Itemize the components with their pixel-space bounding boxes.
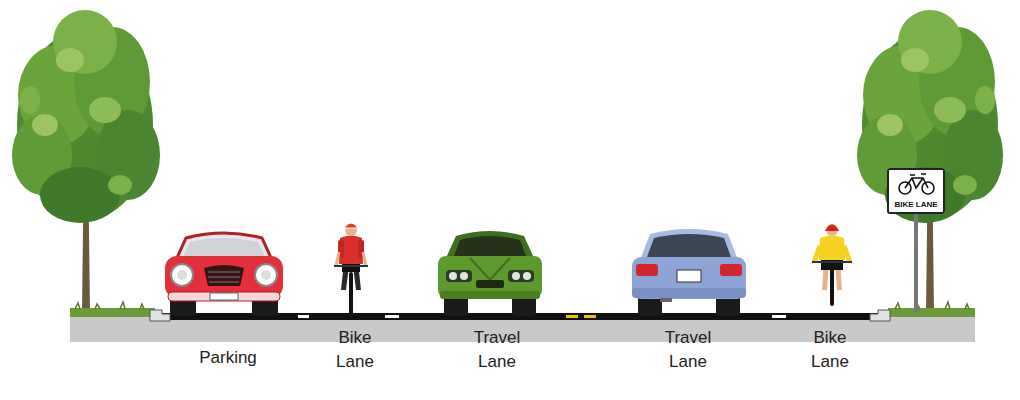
lane-label: Parking — [178, 346, 278, 370]
parked-car — [177, 270, 187, 280]
lane-marking — [298, 315, 786, 318]
parked-car — [255, 264, 277, 286]
tree — [89, 97, 121, 123]
curb — [870, 310, 890, 321]
cyclist — [812, 224, 852, 306]
tree — [934, 97, 966, 123]
sign-text: BIKE LANE — [889, 200, 943, 209]
car — [476, 280, 504, 288]
car — [632, 288, 746, 298]
car — [720, 264, 742, 276]
bicycle-symbol — [905, 174, 928, 188]
parked-car — [183, 238, 265, 257]
lane-label: Travel Lane — [467, 326, 527, 374]
cyclist — [825, 225, 839, 232]
cyclist — [345, 224, 357, 236]
cyclist — [814, 246, 850, 262]
tree — [108, 175, 132, 195]
tree — [20, 86, 40, 114]
parked-car — [168, 292, 280, 301]
parked-car — [171, 264, 193, 286]
sign-post — [914, 212, 918, 312]
car — [632, 229, 746, 316]
tree — [953, 175, 977, 195]
parked-car — [165, 233, 283, 316]
tree — [898, 10, 962, 74]
parked-car — [204, 265, 244, 286]
sign-post — [887, 168, 945, 312]
cyclist — [819, 236, 845, 261]
tree — [885, 167, 965, 223]
ground — [70, 308, 155, 317]
tree — [975, 86, 995, 114]
parked-car — [210, 293, 238, 300]
cyclist — [334, 223, 368, 316]
lane-label: Bike Lane — [330, 326, 380, 374]
car — [640, 229, 738, 260]
car — [449, 272, 457, 280]
lane-label: Bike Lane — [805, 326, 855, 374]
car — [636, 264, 658, 276]
car — [446, 231, 534, 258]
tree — [857, 10, 1003, 312]
lane-label: Travel Lane — [658, 326, 718, 374]
ground — [888, 308, 975, 317]
cyclist — [339, 236, 363, 265]
tree — [32, 114, 58, 136]
cyclist — [349, 272, 353, 316]
car — [454, 236, 526, 256]
parked-car — [208, 272, 240, 282]
tree — [901, 48, 929, 72]
bike-lane-sign: BIKE LANE — [887, 168, 945, 214]
car — [523, 272, 531, 280]
tree — [53, 10, 117, 74]
car — [647, 234, 731, 257]
lane-marking — [298, 315, 309, 318]
car — [438, 256, 542, 298]
curb — [150, 310, 170, 321]
cyclist — [812, 261, 852, 263]
parked-car — [176, 233, 272, 260]
car — [677, 270, 701, 282]
cyclist — [336, 252, 366, 266]
lane-marking — [772, 315, 786, 318]
parked-car — [261, 270, 271, 280]
car — [446, 270, 472, 282]
tree — [877, 114, 903, 136]
tree — [56, 48, 84, 72]
sign-post — [887, 168, 945, 214]
bicycle-symbol — [899, 174, 934, 194]
car — [440, 291, 540, 299]
lane-marking — [566, 315, 578, 318]
lane-marking — [584, 315, 596, 318]
lane-marking — [385, 315, 399, 318]
cyclist — [826, 224, 838, 236]
tree — [12, 10, 160, 312]
car — [508, 270, 534, 282]
car — [438, 231, 542, 316]
car — [460, 272, 468, 280]
car — [512, 272, 520, 280]
car — [470, 258, 510, 280]
tree — [40, 167, 120, 223]
cyclist — [830, 266, 834, 306]
cyclist — [334, 265, 368, 267]
cyclist — [344, 223, 358, 228]
car — [632, 257, 746, 299]
car — [660, 298, 672, 302]
